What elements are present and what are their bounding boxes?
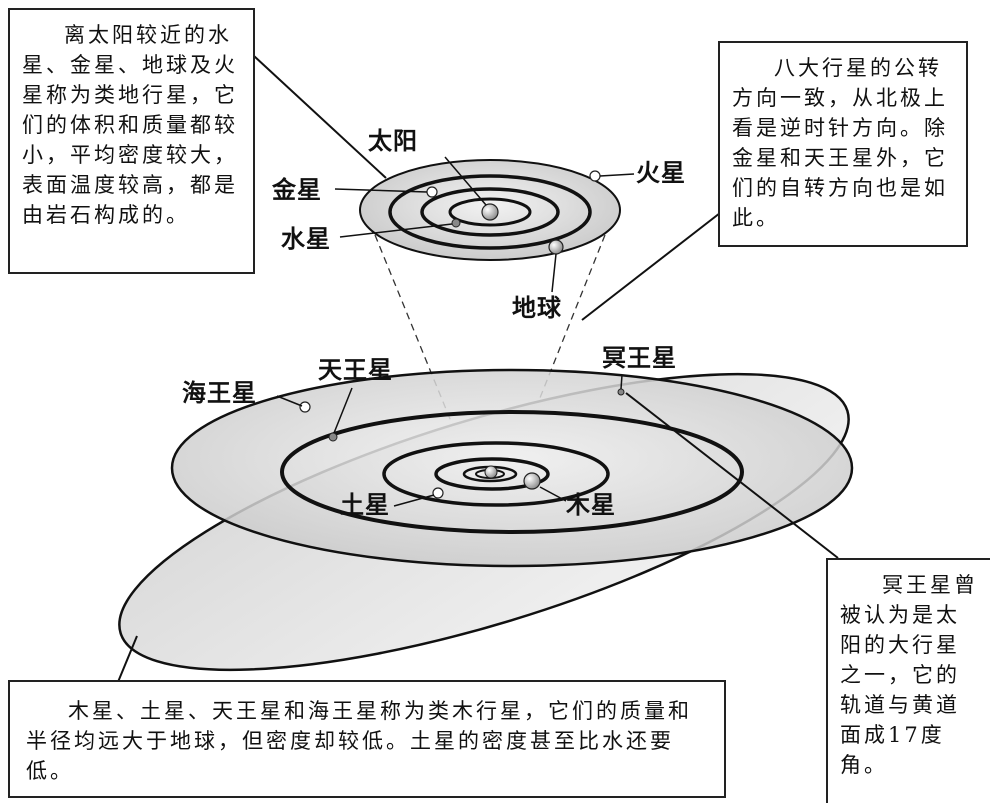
jovian-planets-callout: 木星、土星、天王星和海王星称为类木行星，它们的质量和半径均远大于地球，但密度却较…	[8, 680, 726, 798]
jupiter-icon	[523, 472, 541, 490]
jupiter-leader	[539, 486, 567, 502]
mars-icon	[589, 170, 601, 182]
earth-leader	[551, 253, 557, 293]
neptune-icon	[299, 401, 311, 413]
sun-label: 太阳	[368, 127, 418, 155]
venus-icon	[426, 186, 438, 198]
pluto-text: 冥王星曾被认为是太阳的大行星之一，它的轨道与黄道面成17度角。	[840, 573, 978, 777]
mercury-icon	[451, 218, 461, 228]
uranus-leader	[333, 387, 353, 434]
mercury-leader	[339, 223, 453, 238]
earth-icon	[548, 239, 564, 255]
venus-orbit	[420, 187, 560, 237]
callout-revolution-connector	[581, 212, 721, 321]
mercury-label: 水星	[281, 225, 331, 253]
jupiter-orbit	[434, 457, 550, 491]
callout-jovian-connector	[117, 635, 138, 683]
uranus-label: 天王星	[318, 356, 393, 384]
jupiter-label: 木星	[566, 491, 616, 519]
neptune-label: 海王星	[182, 379, 257, 407]
earth-orbit	[388, 174, 592, 250]
neptune-orbit	[170, 368, 854, 568]
pluto-icon	[617, 388, 625, 396]
sun-leader	[444, 156, 487, 206]
saturn-label: 土星	[340, 491, 390, 519]
uranus-icon	[328, 432, 338, 442]
earth-label: 地球	[512, 294, 562, 322]
jovian-planets-text: 木星、土星、天王星和海王星称为类木行星，它们的质量和半径均远大于地球，但密度却较…	[26, 699, 692, 783]
revolution-direction-callout: 八大行星的公转方向一致，从北极上看是逆时针方向。除金星和天王星外，它们的自转方向…	[718, 41, 968, 247]
saturn-leader	[393, 494, 435, 507]
venus-leader	[334, 188, 428, 193]
callout-terrestrial-connector	[253, 55, 387, 179]
terrestrial-planets-callout: 离太阳较近的水星、金星、地球及火星称为类地行星，它们的体积和质量都较小，平均密度…	[8, 8, 255, 274]
terrestrial-planets-text: 离太阳较近的水星、金星、地球及火星称为类地行星，它们的体积和质量都较小，平均密度…	[22, 23, 238, 227]
pluto-leader	[620, 374, 623, 390]
revolution-direction-text: 八大行星的公转方向一致，从北极上看是逆时针方向。除金星和天王星外，它们的自转方向…	[732, 56, 948, 230]
mercury-orbit	[448, 197, 532, 227]
neptune-leader	[276, 395, 303, 407]
pluto-callout: 冥王星曾被认为是太阳的大行星之一，它的轨道与黄道面成17度角。	[826, 558, 990, 803]
sun-small-icon	[484, 465, 498, 479]
sun-icon	[481, 203, 499, 221]
mars-leader	[599, 173, 635, 177]
pluto-label: 冥王星	[602, 344, 677, 372]
uranus-orbit	[280, 410, 744, 534]
callout-pluto-connector	[625, 392, 839, 559]
venus-label: 金星	[272, 176, 322, 204]
saturn-icon	[432, 487, 444, 499]
mars-label: 火星	[636, 159, 686, 187]
saturn-orbit	[382, 441, 610, 507]
